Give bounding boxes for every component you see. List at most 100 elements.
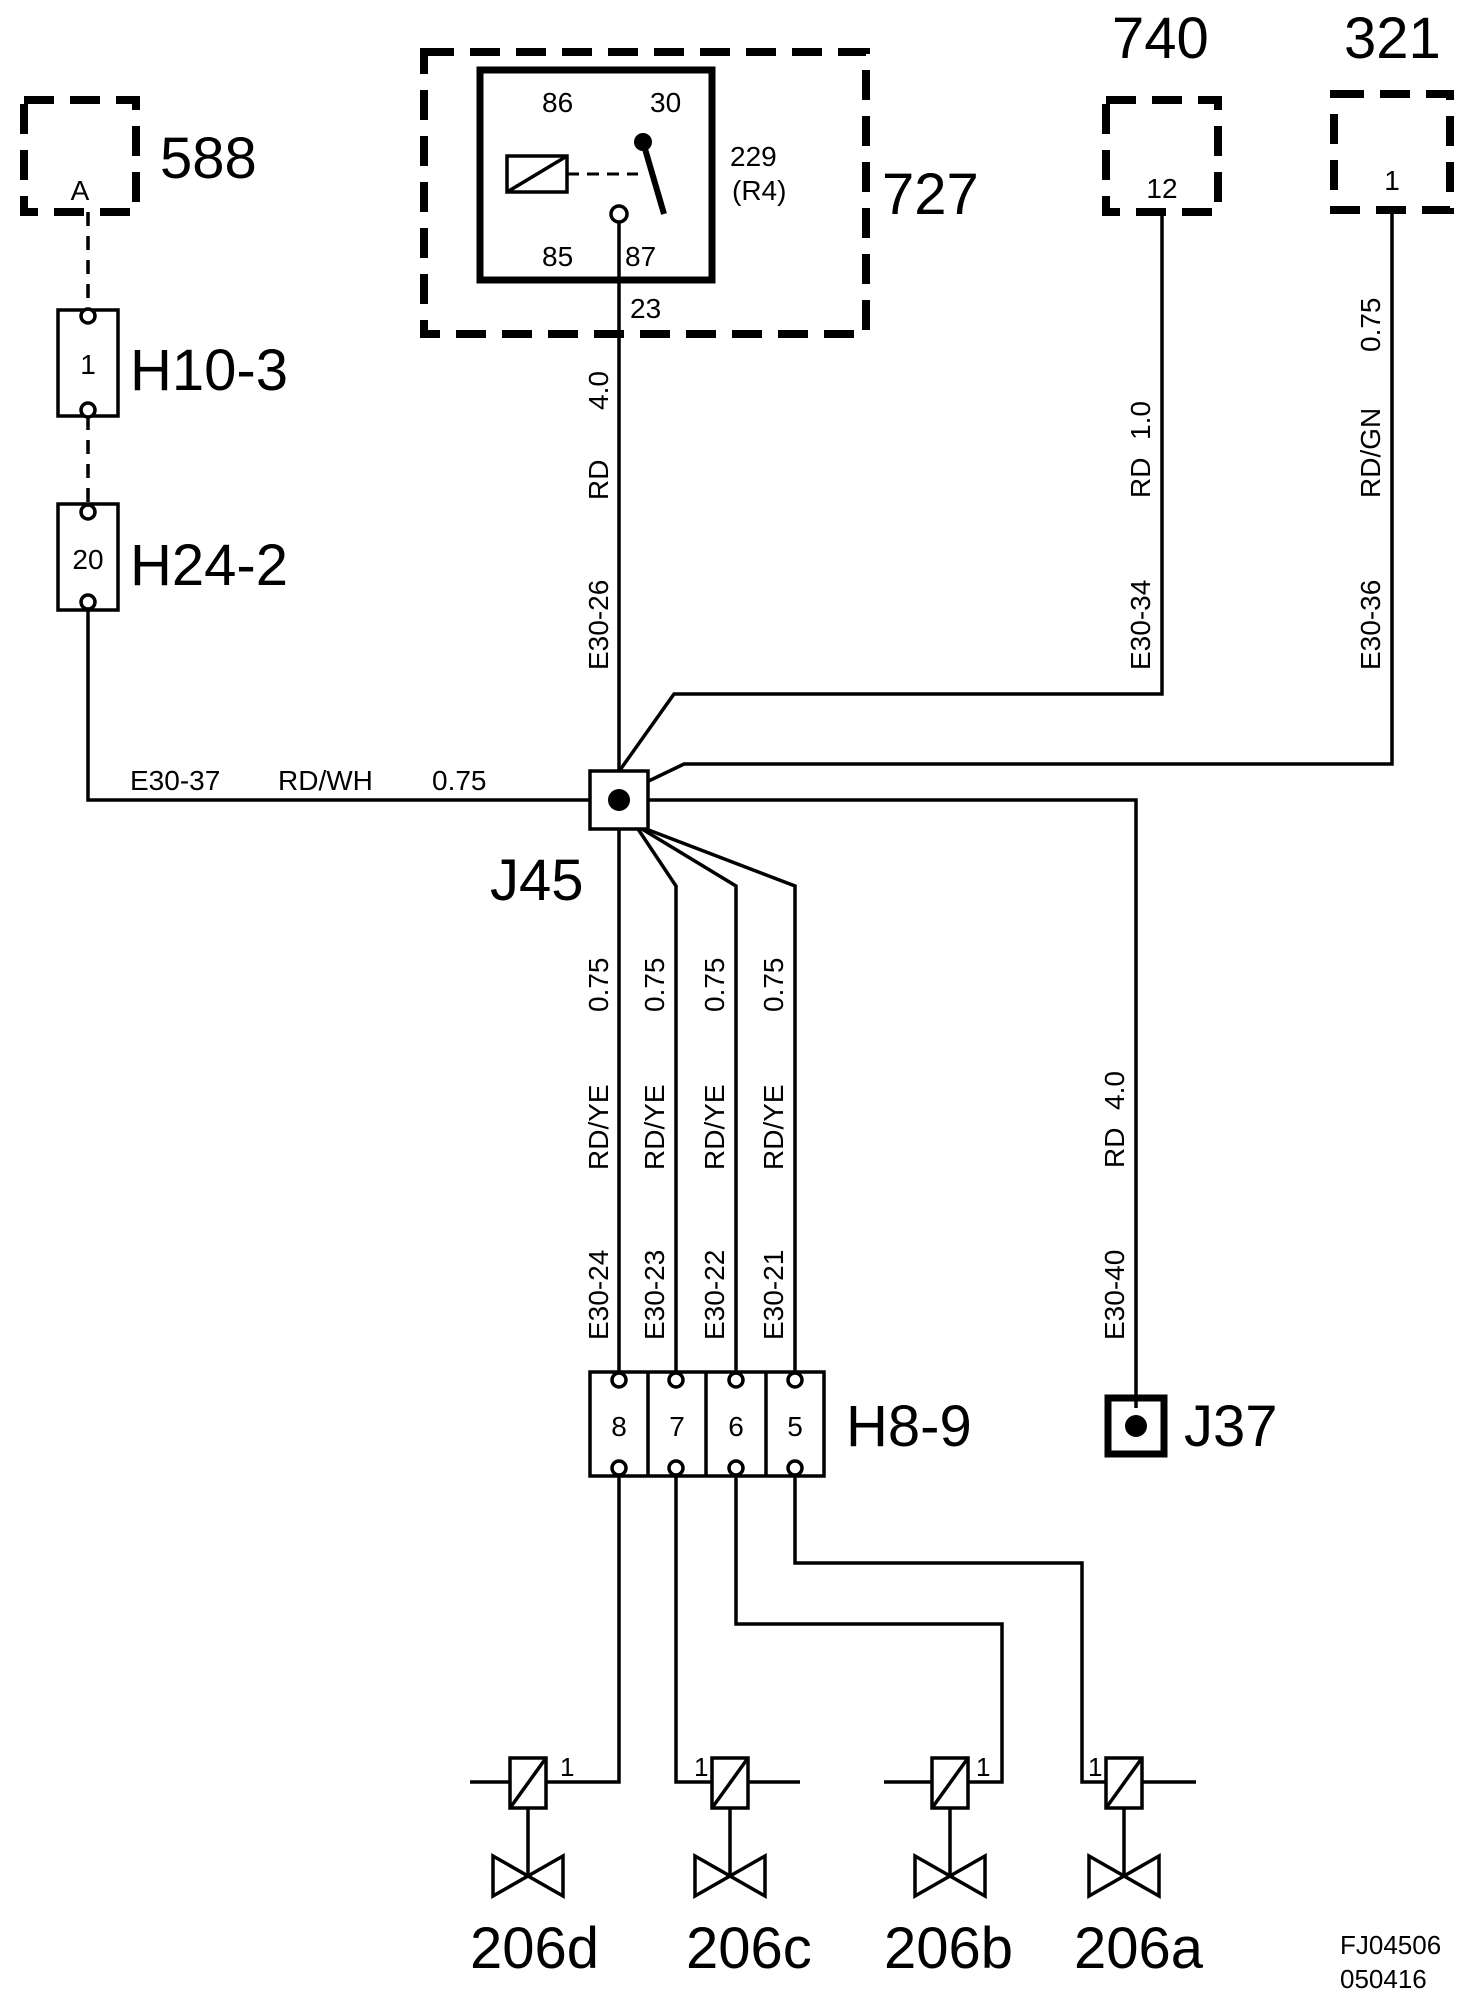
wire-e30-40-code: E30-40 — [1099, 1250, 1130, 1340]
valve-206c-valve-icon-right — [726, 1852, 767, 1900]
valve-206a-pin: 1 — [1088, 1752, 1102, 1782]
wire-e30-24-code: E30-24 — [583, 1250, 614, 1340]
relay-alt-id: (R4) — [732, 175, 786, 206]
wire-e30-37 — [86, 610, 620, 802]
valve-206b-valve-icon-left — [913, 1852, 954, 1900]
connector-h8-9-pin-6: 6 — [728, 1411, 744, 1442]
valve-206d-pin: 1 — [560, 1752, 574, 1782]
connector-h8-9-pin-7-top — [667, 1371, 685, 1389]
connector-h10-3-pin-number: 1 — [80, 349, 96, 380]
valve-206c: 1 206c — [686, 1752, 812, 1981]
connector-h24-2-pin-number: 20 — [72, 544, 103, 575]
wire-e30-36-code: E30-36 — [1355, 580, 1386, 670]
wire-e30-23-color: RD/YE — [639, 1084, 670, 1170]
component-588: 588 A — [20, 96, 257, 216]
figure-reference: FJ04506 — [1340, 1930, 1441, 1960]
component-727-outline — [420, 48, 870, 338]
relay-contact-arm — [640, 141, 667, 215]
wire-e30-40 — [648, 798, 1138, 1408]
valve-206a-valve-icon-left — [1087, 1852, 1128, 1900]
valve-206a-solenoid-diagonal — [1104, 1756, 1144, 1810]
valve-206a-valve-icon-right — [1120, 1852, 1161, 1900]
valve-206b: 1 206b — [884, 1752, 1013, 1981]
wire-e30-24-size: 0.75 — [583, 958, 614, 1013]
valve-206a-label: 206a — [1074, 1916, 1204, 1981]
wire-e30-34 — [618, 212, 1164, 772]
component-588-pin: A — [71, 175, 90, 206]
splice-j37-body — [1104, 1394, 1168, 1458]
wire-e30-34-size: 1.0 — [1125, 401, 1156, 440]
splice-j45: J45 — [490, 769, 650, 913]
wire-to-206d — [546, 1476, 621, 1784]
relay-coil-diagonal — [506, 154, 568, 194]
relay-pin-30-dot — [634, 133, 652, 151]
connector-h24-2-pin-bottom — [79, 593, 97, 611]
wire-e30-23 — [636, 828, 678, 1378]
component-740-pin: 12 — [1146, 173, 1177, 204]
wire-e30-22-color: RD/YE — [699, 1084, 730, 1170]
connector-h8-9-pin-5: 5 — [787, 1411, 803, 1442]
connector-h8-9-pin-6-bottom — [727, 1459, 745, 1477]
relay-229: 86 30 85 87 229 (R4) — [476, 66, 786, 284]
component-727-pin-23: 23 — [630, 293, 661, 324]
connector-h10-3-label: H10-3 — [130, 338, 288, 403]
splice-j45-dot — [608, 789, 630, 811]
splice-j45-label: J45 — [490, 848, 584, 913]
valve-206d-label: 206d — [470, 1916, 599, 1981]
connector-h24-2-body — [56, 502, 120, 612]
wire-e30-37-color: RD/WH — [278, 765, 373, 796]
connector-h8-9-pin-8-top — [610, 1371, 628, 1389]
wire-e30-23-size: 0.75 — [639, 958, 670, 1013]
wire-e30-37-size: 0.75 — [432, 765, 487, 796]
connector-h8-9-pin-7: 7 — [669, 1411, 685, 1442]
wire-e30-21 — [645, 827, 797, 1378]
splice-j37-dot — [1125, 1415, 1147, 1437]
valve-206b-solenoid-diagonal — [930, 1756, 970, 1810]
wire-e30-22-size: 0.75 — [699, 958, 730, 1013]
wire-e30-23-code: E30-23 — [639, 1250, 670, 1340]
connector-h10-3-pin-bottom — [79, 401, 97, 419]
wire-to-206c — [674, 1476, 712, 1784]
connector-h8-9: 8 7 6 5 H8-9 — [588, 1370, 972, 1478]
connector-h8-9-pin-6-top — [727, 1371, 745, 1389]
component-727: 727 86 30 85 87 229 (R4) 23 — [420, 48, 979, 338]
wire-e30-21-code: E30-21 — [758, 1250, 789, 1340]
valve-206c-pin: 1 — [694, 1752, 708, 1782]
wire-e30-21-size: 0.75 — [758, 958, 789, 1013]
component-740: 740 12 — [1102, 6, 1222, 216]
valve-206b-label: 206b — [884, 1916, 1013, 1981]
connector-h8-9-pin-7-bottom — [667, 1459, 685, 1477]
wire-to-206a — [793, 1476, 1106, 1784]
wire-e30-36-size: 0.75 — [1355, 298, 1386, 353]
relay-229-body — [476, 66, 716, 284]
component-588-label: 588 — [160, 126, 257, 191]
component-727-label: 727 — [882, 162, 979, 227]
component-740-label: 740 — [1112, 6, 1209, 71]
relay-pin-87: 87 — [625, 241, 656, 272]
wire-e30-22 — [641, 827, 738, 1378]
connector-h8-9-pin-8-bottom — [610, 1459, 628, 1477]
figure-date: 050416 — [1340, 1964, 1427, 1994]
wire-e30-26-code: E30-26 — [583, 580, 614, 670]
connector-h8-9-pin-5-bottom — [786, 1459, 804, 1477]
wire-e30-26-size: 4.0 — [583, 371, 614, 410]
relay-pin-85: 85 — [542, 241, 573, 272]
component-321-label: 321 — [1344, 6, 1441, 71]
valve-206b-valve-icon-right — [946, 1852, 987, 1900]
valve-206a: 1 206a — [1074, 1752, 1204, 1981]
valve-206d: 1 206d — [470, 1752, 599, 1981]
valve-206c-solenoid-diagonal — [710, 1756, 750, 1810]
wire-e30-40-size: 4.0 — [1099, 1071, 1130, 1110]
component-321-pin: 1 — [1384, 165, 1400, 196]
component-588-outline — [20, 96, 140, 216]
wire-e30-34-color: RD — [1125, 458, 1156, 498]
wire-to-206b — [734, 1476, 1004, 1784]
connector-h24-2: 20 H24-2 — [56, 502, 288, 612]
valve-206d-solenoid-diagonal — [508, 1756, 548, 1810]
valve-206d-valve-icon-right — [524, 1852, 565, 1900]
connector-h8-9-label: H8-9 — [846, 1394, 972, 1459]
wire-e30-34-code: E30-34 — [1125, 580, 1156, 670]
wire-e30-36 — [629, 210, 1394, 792]
wire-e30-37-code: E30-37 — [130, 765, 220, 796]
